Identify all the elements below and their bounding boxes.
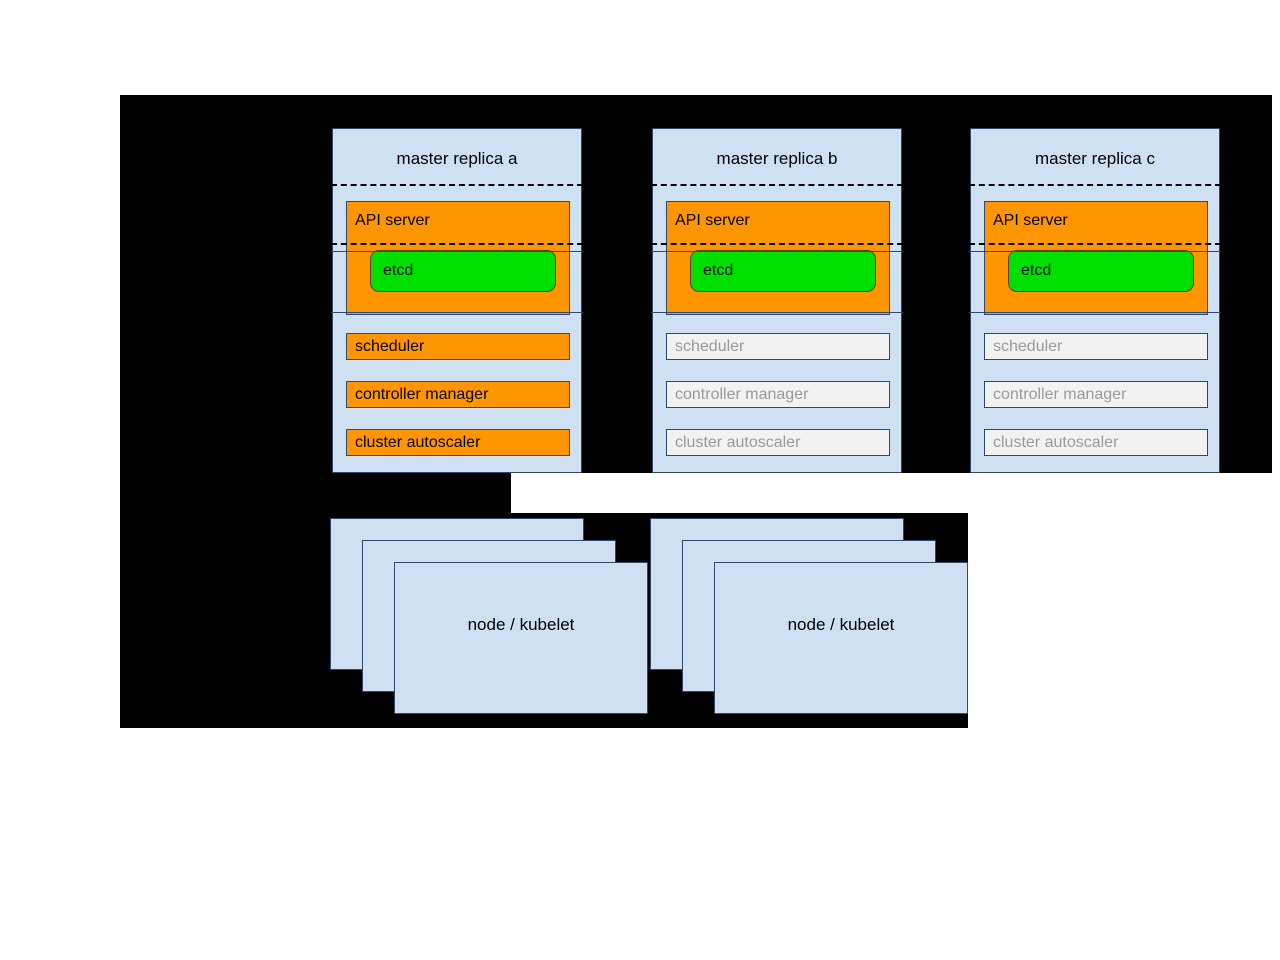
solid-divider-lower [969, 312, 1221, 313]
dashed-divider-top [651, 184, 903, 186]
node-group-2[interactable]: node / kubelet [650, 518, 968, 728]
master-replica-title: master replica c [1035, 149, 1155, 168]
etcd-label: etcd [383, 262, 414, 279]
dashed-divider-bottom [969, 243, 1221, 245]
solid-divider-upper [651, 251, 903, 252]
dashed-divider-bottom [331, 243, 583, 245]
dashed-divider-top [331, 184, 583, 186]
backdrop-gap-band [120, 473, 511, 513]
component-cluster-autoscaler[interactable]: cluster autoscaler [346, 429, 570, 456]
api-server-label: API server [675, 212, 750, 229]
master-replica-card-a[interactable]: master replica a API server etcd schedul… [331, 128, 583, 473]
etcd-box[interactable]: etcd [370, 250, 556, 292]
etcd-box[interactable]: etcd [1008, 250, 1194, 292]
master-replica-title: master replica b [716, 149, 838, 168]
component-controller-manager[interactable]: controller manager [984, 381, 1208, 408]
solid-divider-lower [331, 312, 583, 313]
component-scheduler[interactable]: scheduler [666, 333, 890, 360]
node-stack-layer-front[interactable]: node / kubelet [394, 562, 648, 714]
master-replica-title: master replica a [396, 149, 518, 168]
component-controller-manager[interactable]: controller manager [666, 381, 890, 408]
solid-divider-upper [969, 251, 1221, 252]
api-server-box[interactable]: API server etcd [666, 201, 890, 315]
node-kubelet-label: node / kubelet [467, 615, 575, 634]
etcd-label: etcd [703, 262, 734, 279]
api-server-box[interactable]: API server etcd [984, 201, 1208, 315]
etcd-label: etcd [1021, 262, 1052, 279]
component-cluster-autoscaler[interactable]: cluster autoscaler [984, 429, 1208, 456]
etcd-box[interactable]: etcd [690, 250, 876, 292]
node-kubelet-label: node / kubelet [787, 615, 895, 634]
component-cluster-autoscaler[interactable]: cluster autoscaler [666, 429, 890, 456]
component-scheduler[interactable]: scheduler [346, 333, 570, 360]
api-server-label: API server [355, 212, 430, 229]
solid-divider-lower [651, 312, 903, 313]
node-stack-layer-front[interactable]: node / kubelet [714, 562, 968, 714]
dashed-divider-top [969, 184, 1221, 186]
dashed-divider-bottom [651, 243, 903, 245]
api-server-box[interactable]: API server etcd [346, 201, 570, 315]
master-replica-card-c[interactable]: master replica c API server etcd schedul… [969, 128, 1221, 473]
solid-divider-upper [331, 251, 583, 252]
component-controller-manager[interactable]: controller manager [346, 381, 570, 408]
component-scheduler[interactable]: scheduler [984, 333, 1208, 360]
node-group-1[interactable]: node / kubelet [330, 518, 648, 728]
master-replica-card-b[interactable]: master replica b API server etcd schedul… [651, 128, 903, 473]
api-server-label: API server [993, 212, 1068, 229]
